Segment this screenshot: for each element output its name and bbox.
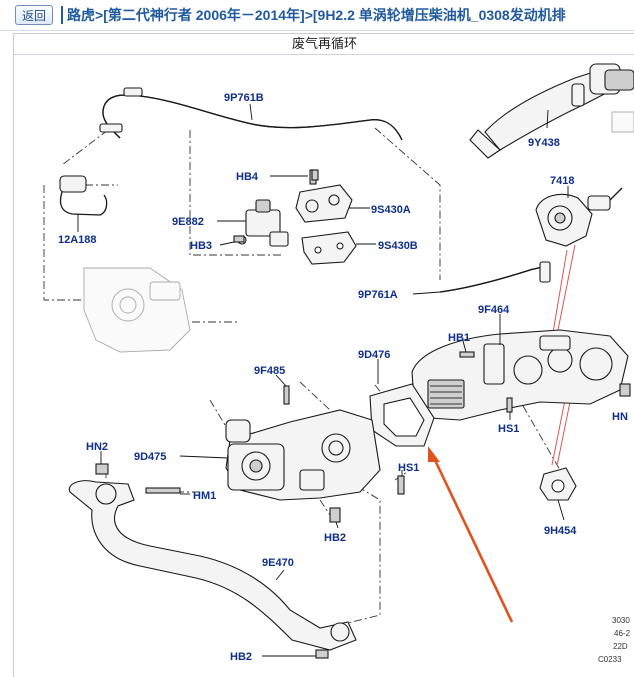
callout-9s430b: 9S430B [378, 240, 418, 252]
intake-pipe-9y438 [469, 63, 634, 159]
callout-hb1: HB1 [448, 332, 470, 344]
bracket-9s430a [295, 169, 353, 223]
callout-hb2-mid: HB2 [324, 532, 346, 544]
ghost-engine-pump [83, 267, 191, 353]
egr-pipe-9e470 [68, 480, 357, 651]
callout-hb2-bottom: HB2 [230, 651, 252, 663]
callout-hn2: HN2 [86, 441, 108, 453]
bolt-hb1 [459, 351, 475, 358]
callout-hs1-top: HS1 [498, 423, 519, 435]
callout-7418: 7418 [550, 175, 574, 187]
callout-hb4: HB4 [236, 171, 259, 183]
stud-9f485 [283, 385, 290, 405]
callout-9h454: 9H454 [544, 525, 577, 537]
solenoid-9e882 [237, 199, 289, 247]
callout-hm1: HM1 [193, 490, 216, 502]
reference-codes: 3030 46-2 22D C0233 [598, 616, 631, 664]
fasteners [95, 169, 631, 659]
bolt-hb2-mid [329, 507, 341, 523]
ref-code-3: 22D [613, 642, 628, 651]
breadcrumb-divider [61, 6, 64, 24]
sensor-12a188 [59, 175, 108, 216]
callout-9e470: 9E470 [262, 557, 294, 569]
callout-12a188: 12A188 [58, 234, 97, 246]
stud-hs1-top [506, 397, 513, 413]
callout-9d476: 9D476 [358, 349, 390, 361]
leader-lines [77, 103, 569, 657]
callout-9y438: 9Y438 [528, 137, 560, 149]
vacuum-hose-9p761b [99, 87, 403, 141]
bolt-hb3 [233, 235, 245, 243]
callout-hn-right: HN [612, 411, 628, 423]
callout-9e882: 9E882 [172, 216, 204, 228]
gasket-9d476 [369, 383, 435, 447]
breadcrumb-bar: 返回 路虎>[第二代神行者 2006年－2014年]>[9H2.2 单涡轮增压柴… [0, 0, 634, 31]
ref-code-4: C0233 [598, 655, 622, 664]
callout-9p761a: 9P761A [358, 289, 398, 301]
ref-code-1: 3030 [612, 616, 630, 625]
breadcrumb[interactable]: 路虎>[第二代神行者 2006年－2014年]>[9H2.2 单涡轮增压柴油机_… [67, 7, 566, 23]
callout-9d475: 9D475 [134, 451, 166, 463]
stud-hm1 [145, 487, 181, 494]
callout-9s430a: 9S430A [371, 204, 411, 216]
nut-hn2 [95, 463, 109, 475]
annotation-arrow [428, 446, 514, 623]
callout-9f464: 9F464 [478, 304, 510, 316]
back-button[interactable]: 返回 [15, 5, 54, 25]
egr-valve-body-9d475 [225, 409, 381, 501]
ref-code-2: 46-2 [614, 629, 631, 638]
gasket-9h454 [539, 467, 577, 501]
vacuum-hose-9p761a [439, 261, 551, 293]
callout-9f485: 9F485 [254, 365, 285, 377]
callout-hs1-low: HS1 [398, 462, 419, 474]
bolt-hb4 [311, 169, 319, 181]
bolt-hs1-low [397, 475, 405, 495]
bracket-9s430b [301, 231, 357, 265]
egr-valve-7418 [535, 187, 623, 247]
callout-9p761b: 9P761B [224, 92, 264, 104]
egr-cooler-9f464 [411, 329, 629, 421]
nut-hn-right [619, 383, 631, 397]
callout-labels: 9P761B HB4 9E882 9S430A HB3 9S430B 12A18… [58, 92, 628, 663]
callout-hb3: HB3 [190, 240, 212, 252]
diagram-title: 废气再循环 [14, 34, 634, 55]
bolt-hb2-bottom [315, 649, 329, 659]
